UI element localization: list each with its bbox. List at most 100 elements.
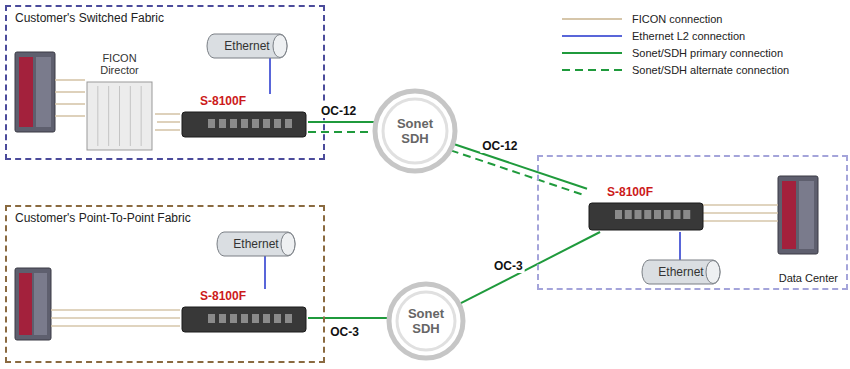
sonet-link: [308, 131, 375, 133]
switch-port: [208, 314, 215, 323]
ficon-wire: [55, 103, 85, 105]
legend-text: Sonet/SDH primary connection: [632, 47, 783, 59]
switch-port: [208, 119, 215, 128]
link-rate-label: OC-3: [492, 259, 525, 273]
fabric-region: Customer's Switched FabricFICON Director…: [5, 5, 325, 160]
sonet-ring: Sonet SDH: [386, 281, 466, 361]
datacenter-region: Data Center S-8100F Ethernet: [537, 155, 848, 290]
ficon-wire: [55, 91, 85, 93]
switch-port: [683, 210, 690, 219]
node-label: S-8100F: [200, 94, 246, 108]
node-label: Sonet SDH: [392, 116, 438, 146]
mainframe-icon: [778, 176, 818, 254]
switch-chassis: [589, 203, 703, 230]
link-rate-label: OC-12: [480, 139, 519, 153]
mainframe-icon: [15, 52, 55, 132]
mainframe-side: [36, 57, 51, 127]
ethernet-cloud: Ethernet: [207, 34, 287, 58]
cabinet-slot: [97, 86, 98, 146]
legend-line: [562, 18, 622, 20]
switch-chassis: [182, 112, 306, 137]
switch-port: [263, 119, 270, 128]
ficon-wire: [701, 212, 778, 214]
switch-port: [274, 119, 281, 128]
switch-port: [644, 210, 651, 219]
sonet-link: [308, 317, 389, 319]
s8100f-switch: S-8100F: [180, 94, 308, 139]
mainframe-side: [799, 181, 814, 249]
legend-sample: [560, 47, 624, 59]
node-label: Ethernet: [658, 265, 703, 279]
ficon-director: FICON Director: [82, 52, 157, 152]
ethernet-cloud: Ethernet: [217, 232, 295, 256]
mainframe-body: [15, 52, 55, 132]
ficon-link: [157, 121, 180, 123]
switch-port: [241, 119, 248, 128]
fabric-region: Customer's Point-To-Point FabricEthernet…: [5, 205, 325, 363]
mainframe-side: [34, 273, 47, 335]
cylinder-body: [207, 34, 287, 58]
sonet-ring: Sonet SDH: [372, 88, 458, 174]
link-rate-label: OC-3: [328, 325, 361, 339]
switch-port: [230, 314, 237, 323]
ethernet-link: [269, 58, 271, 94]
cylinder-end: [281, 233, 295, 256]
cylinder-body: [217, 232, 295, 256]
ficon-wire: [701, 220, 778, 222]
legend-sample: [560, 30, 624, 42]
sonet-link: [451, 150, 585, 195]
legend-row: Sonet/SDH alternate connection: [560, 61, 789, 78]
node-label: Ethernet: [233, 237, 278, 251]
cabinet-slot: [119, 86, 120, 146]
ring-outer: [389, 284, 463, 358]
legend-line: [562, 52, 622, 54]
switch-port: [252, 314, 259, 323]
ring-outer: [375, 91, 455, 171]
ficon-wire: [51, 317, 180, 319]
ethernet-link: [679, 232, 681, 260]
switch-port: [615, 210, 622, 219]
cylinder-end: [706, 261, 720, 284]
cylinder-body: [642, 260, 720, 284]
cabinet-slot: [108, 86, 109, 146]
cylinder-end: [273, 35, 287, 58]
ficon-wire: [55, 79, 85, 81]
switch-port: [274, 314, 281, 323]
cabinet-slot: [141, 86, 142, 146]
legend-row: Ethernet L2 connection: [560, 27, 789, 44]
legend-text: Ethernet L2 connection: [632, 30, 745, 42]
switch-port: [230, 119, 237, 128]
s8100f-switch: S-8100F: [180, 289, 308, 334]
switch-port: [219, 314, 226, 323]
ficon-wire: [51, 309, 180, 311]
node-label: FICON Director: [85, 52, 155, 76]
ethernet-cloud: Ethernet: [642, 260, 720, 284]
node-label: S-8100F: [200, 289, 246, 303]
legend-line: [562, 35, 622, 37]
ficon-wire: [55, 115, 85, 117]
switch-port: [654, 210, 661, 219]
legend: FICON connectionEthernet L2 connectionSo…: [560, 10, 789, 78]
region-heading: Customer's Point-To-Point Fabric: [15, 211, 191, 225]
legend-sample: [560, 64, 624, 76]
ring-inner: [383, 99, 447, 163]
mainframe-body: [15, 268, 51, 340]
node-label: Sonet SDH: [403, 306, 449, 336]
switch-chassis: [182, 307, 306, 332]
ring-inner: [397, 292, 455, 350]
legend-sample: [560, 13, 624, 25]
ficon-wire: [51, 325, 180, 327]
legend-text: Sonet/SDH alternate connection: [632, 64, 789, 76]
switch-port: [241, 314, 248, 323]
link-rate-label: OC-12: [319, 104, 358, 118]
ficon-wire: [155, 113, 180, 115]
legend-row: FICON connection: [560, 10, 789, 27]
sonet-link: [308, 121, 376, 123]
switch-port: [625, 210, 632, 219]
region-heading: Data Center: [779, 272, 838, 284]
s8100f-switch: S-8100F: [587, 185, 705, 232]
mainframe-front: [19, 57, 33, 127]
node-label: Ethernet: [224, 39, 269, 53]
legend-line: [562, 69, 622, 71]
switch-port: [674, 210, 681, 219]
